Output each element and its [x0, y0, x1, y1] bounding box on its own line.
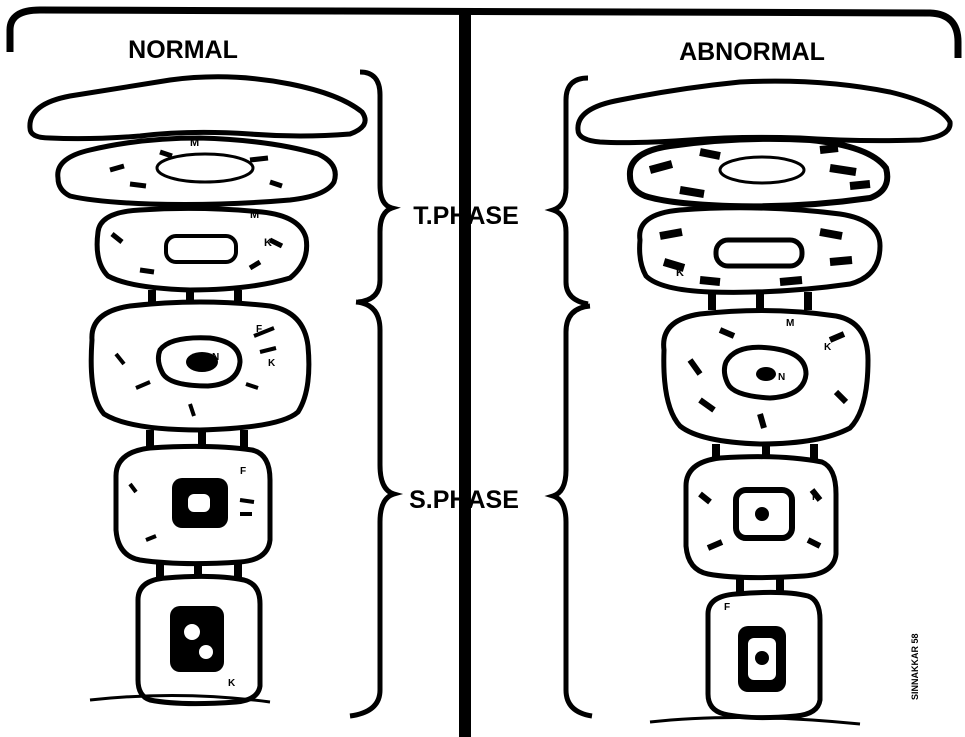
mark-m-1: M: [190, 137, 199, 149]
mark-m-2: M: [250, 209, 259, 221]
mark-f-3: F: [812, 492, 818, 503]
t-phase-brace-left: [358, 72, 392, 302]
mark-k-5: K: [824, 342, 832, 353]
center-divider: [459, 12, 471, 737]
mark-f-4: F: [724, 602, 730, 613]
abnormal-nucleolus-s1: [756, 367, 776, 381]
mark-f-2: F: [240, 466, 246, 477]
artist-signature: SINNAKKAR 58: [910, 633, 920, 700]
abnormal-cell-column: [578, 81, 950, 724]
normal-nucleolus-s3b: [199, 645, 213, 659]
abnormal-surface-layer: [578, 81, 950, 143]
normal-cell-column: [30, 77, 365, 704]
abnormal-cell-t2: [640, 208, 880, 293]
mark-n-1: N: [212, 352, 219, 363]
s-phase-label: S.PHASE: [409, 486, 519, 514]
mark-k-3: K: [228, 678, 236, 689]
normal-nucleolus-s3: [184, 624, 200, 640]
normal-cell-t2: [97, 208, 307, 290]
t-phase-brace-right: [553, 78, 588, 304]
normal-title: NORMAL: [128, 36, 238, 64]
abnormal-nucleolus-s2: [755, 507, 769, 521]
mark-k-4: K: [676, 267, 684, 279]
abnormal-nucleolus-s3: [755, 651, 769, 665]
abnormal-basement-line: [650, 717, 860, 724]
mark-n-2: N: [778, 372, 785, 383]
mark-k-2: K: [268, 358, 276, 369]
s-phase-brace-left: [350, 302, 394, 716]
mark-m-3: M: [786, 318, 794, 329]
normal-surface-layer: [30, 77, 365, 139]
mark-f-1: F: [256, 324, 262, 335]
s-phase-brace-right: [553, 306, 592, 716]
normal-nucleus-s3: [170, 606, 224, 672]
normal-nucleolus-s2: [188, 494, 210, 512]
t-phase-label: T.PHASE: [413, 202, 519, 230]
abnormal-title: ABNORMAL: [679, 38, 825, 66]
mark-k-1: K: [264, 237, 272, 249]
